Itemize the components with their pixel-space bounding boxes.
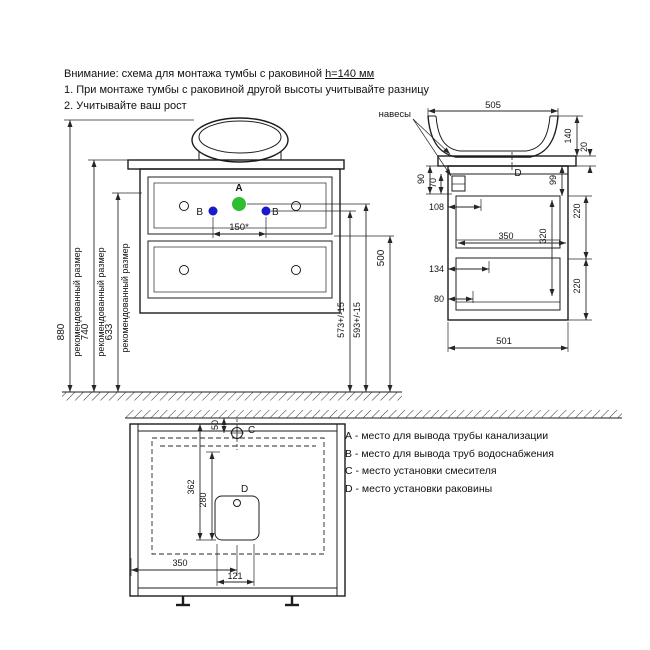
wall-hatch [125, 410, 622, 419]
dim-121-label: 121 [227, 571, 242, 581]
dim-573-label: 573+/-15 [336, 302, 346, 338]
point-b-right-label: B [272, 207, 279, 218]
sink-side-outline [427, 115, 559, 170]
dim-280-label: 280 [198, 492, 208, 507]
drawer-side-bottom [455, 257, 561, 311]
dim-90-70-99-lines [426, 165, 565, 196]
dim-80-label: 80 [434, 294, 444, 304]
dim-880-label: 880 [56, 323, 67, 340]
note-line-1: Внимание: схема для монтажа тумбы с рако… [64, 66, 429, 82]
cabinet-plan [129, 423, 346, 597]
dim-90-label: 90 [416, 174, 426, 184]
cabinet-plan-panels [137, 424, 338, 596]
front-view: А B B 150* 880 рекомендованный [56, 117, 402, 401]
dim-20-label: 20 [579, 142, 589, 152]
cabinet-side [447, 165, 569, 321]
legend: А - место для вывода трубы канализации B… [345, 428, 554, 498]
dim-350-side-label: 350 [498, 231, 513, 241]
sink-footprint-dashed [151, 419, 325, 555]
dim-108-134-80-lines [448, 199, 490, 303]
dim-134-label: 134 [429, 264, 444, 274]
right-dim-lines [247, 203, 394, 392]
dim-740-label: 740 [80, 323, 91, 340]
dim-505-lines [427, 108, 559, 116]
header-notes: Внимание: схема для монтажа тумбы с рако… [64, 66, 429, 114]
dim-501-label: 501 [496, 336, 512, 347]
note-line-3: 2. Учитывайте ваш рост [64, 100, 187, 112]
dim-140-20-lines [558, 115, 596, 173]
dim-505-label: 505 [485, 100, 501, 111]
legend-item-a: А - место для вывода трубы канализации [345, 430, 549, 442]
point-d-plan-label: D [241, 484, 248, 495]
dim-150-label: 150* [229, 222, 249, 233]
dim-108-label: 108 [429, 202, 444, 212]
point-a-marker [232, 197, 246, 211]
note-line-1-text: Внимание: схема для монтажа тумбы с рако… [64, 68, 326, 80]
dim-220-top-label: 220 [572, 203, 582, 218]
legend-item-b: B - место для вывода труб водоснабжения [345, 447, 554, 460]
bottom-view: C 50 D 362 280 [125, 410, 622, 607]
hangers-label: навесы [379, 109, 412, 120]
point-b-left-label: B [196, 207, 203, 218]
point-d-marker [214, 495, 260, 541]
wall-hanger-bracket [451, 175, 466, 192]
dim-633-label: 633 [104, 323, 115, 340]
recommended-size-label-1: рекомендованный размер [72, 247, 82, 356]
legend-item-c: C - место установки смесителя [345, 465, 497, 477]
cabinet-feet [176, 596, 299, 607]
point-c-label: C [248, 425, 255, 436]
dim-320-label: 320 [538, 228, 548, 243]
dim-150-lines [212, 217, 267, 238]
drawer-side-top [455, 195, 561, 249]
dim-362-280-lines [196, 424, 220, 541]
dim-350-320-lines [458, 200, 566, 296]
legend-item-d: D - место установки раковины [345, 482, 493, 495]
dim-350-121-lines [130, 544, 255, 586]
recommended-size-label-2: рекомендованный размер [96, 247, 106, 356]
dim-593-label: 593+/-15 [352, 302, 362, 338]
dim-362-label: 362 [186, 479, 196, 494]
hangers-leaders [412, 118, 452, 177]
cabinet-front [139, 168, 341, 314]
note-line-2: 1. При монтаже тумбы с раковиной другой … [64, 84, 430, 96]
point-b-left-marker [208, 206, 218, 216]
dim-140-label: 140 [563, 128, 573, 143]
floor-hatch [62, 391, 402, 401]
dim-350-plan-label: 350 [172, 558, 187, 568]
dim-50-label: 50 [210, 420, 220, 430]
point-b-right-marker [261, 206, 271, 216]
dim-70-label: 70 [428, 178, 438, 188]
height-dim-lines [64, 119, 194, 392]
point-c-marker [230, 426, 244, 440]
dim-220-lines [568, 195, 592, 321]
recommended-size-label-3: рекомендованный размер [120, 243, 130, 352]
sink-front-outline [191, 117, 289, 163]
dim-220-bottom-label: 220 [572, 278, 582, 293]
drawer-front-bottom [147, 240, 333, 299]
side-view: D навесы [379, 100, 596, 352]
dim-500-label: 500 [376, 249, 387, 266]
point-a-label: А [235, 183, 242, 194]
dim-99-label: 99 [548, 175, 558, 185]
dim-501-lines [447, 322, 569, 352]
note-line-1-height: h=140 мм [325, 68, 375, 80]
